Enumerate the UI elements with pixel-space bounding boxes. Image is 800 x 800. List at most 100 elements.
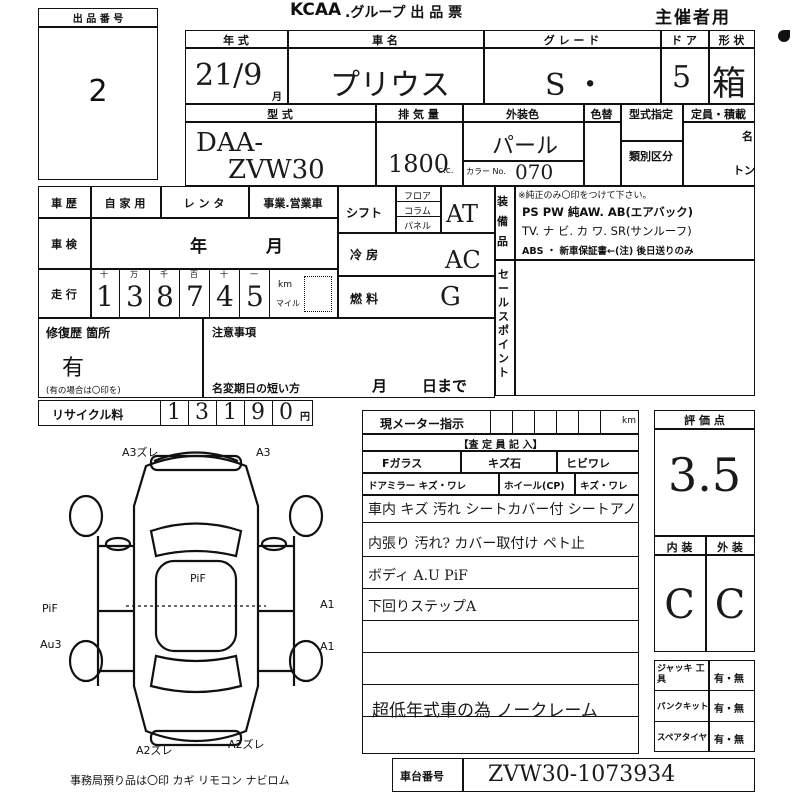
color-value: パール [492, 134, 559, 159]
equipment-note: ※純正のみ〇印をつけて下さい。 [518, 191, 652, 201]
lot-label: 出 品 番 号 [72, 14, 124, 25]
history-private[interactable]: 自 家 用 [104, 197, 146, 210]
notes-box [203, 318, 495, 398]
inspection-month: 月 [266, 237, 283, 257]
mileage-unit-km: km [278, 280, 292, 290]
lot-number: 2 [88, 74, 108, 109]
capacity-unit-ton: トン [733, 164, 755, 177]
year-label: 年 式 [223, 34, 249, 47]
history-rental[interactable]: レ ン タ [183, 197, 225, 210]
door-label: ド ア [671, 34, 697, 47]
mileage-digit-value: 8 [156, 280, 174, 313]
mileage-digit-label: 万 [130, 270, 138, 279]
annotation-front-bumper: A3ズレ [122, 445, 159, 459]
recycle-digit-cell: 1 [160, 400, 188, 426]
annotation-left-rear: Au3 [40, 638, 62, 651]
mileage-digit-value: 3 [126, 280, 144, 313]
transfer-day: 日まで [422, 377, 468, 395]
chassis-box [392, 758, 755, 792]
year-suffix: 月 [272, 92, 282, 103]
vehicle-row-1 [185, 30, 755, 104]
shift-value: AT [446, 200, 479, 228]
bullet-icon [778, 30, 790, 42]
recycle-digit-cell: 3 [188, 400, 216, 426]
shift-box [338, 186, 495, 318]
meter-digit-cell[interactable] [490, 410, 512, 434]
fuel-value: G [440, 282, 461, 312]
shift-floor[interactable]: フロア [403, 192, 431, 202]
meter-digit-cell[interactable] [600, 410, 622, 434]
equipment-box [495, 186, 755, 260]
meter-digit-cell[interactable] [578, 410, 600, 434]
car-name-value: プリウス [330, 68, 450, 103]
repair-note: (有の場合は〇印を) [46, 386, 121, 396]
annotation-left-door: PiF [42, 602, 58, 615]
shape-label: 形 状 [718, 34, 745, 47]
model-value-1: DAA- [196, 128, 264, 158]
category-label: 類別区分 [629, 150, 673, 163]
annotation-roof: PiF [190, 572, 206, 585]
accessory-spare-value[interactable]: 有・無 [714, 735, 744, 746]
mileage-digit-value: 4 [216, 280, 234, 313]
recycle-digit-cell: 0 [272, 400, 300, 426]
equipment-line-2[interactable]: TV. ナ ビ. カ ワ. SR(サンルーフ) [522, 224, 692, 238]
inspection-line-4: 下回りステップA [368, 599, 477, 615]
exterior-label: 外 装 [717, 541, 743, 554]
grade-label: グ レ ー ド [543, 34, 600, 47]
year-value: 21/9 [195, 58, 263, 93]
inspection-year: 年 [190, 237, 207, 257]
mileage-digit-label: 十 [100, 270, 108, 279]
inspection-line-1: 車内 キズ 汚れ シートカバー付 シートアノ [368, 502, 637, 518]
accessories-box [654, 660, 755, 752]
recycle-digit-value: 1 [167, 400, 181, 425]
interior-value: C [664, 582, 695, 628]
color-code-label: カラー No. [466, 167, 506, 176]
score-label: 評 価 点 [684, 414, 725, 427]
displacement-unit: c.c. [438, 166, 454, 176]
mile-checkbox[interactable] [304, 276, 332, 312]
footer-note: 事務局預り品は〇印 カギ リモコン ナビロム [70, 774, 290, 787]
shift-column[interactable]: コラム [404, 207, 431, 217]
inspection-label: 車 検 [51, 238, 77, 251]
mileage-digit-value: 5 [246, 280, 264, 313]
recycle-digit-value: 1 [223, 400, 237, 425]
shape-value: 箱 [712, 64, 746, 104]
recycle-digit-cell: 9 [244, 400, 272, 426]
chassis-value: ZVW30-1073934 [488, 762, 676, 787]
transfer-month: 月 [372, 377, 388, 395]
equipment-line-1[interactable]: PS PW 純AW. AB(エアバック) [522, 205, 694, 219]
mileage-digit-label: 千 [160, 270, 168, 279]
score-value: 3.5 [668, 448, 742, 502]
interior-label: 内 装 [666, 541, 693, 554]
color-code-value: 070 [515, 160, 554, 184]
host-label: 主催者用 [655, 8, 731, 28]
type-designation-label: 型式指定 [629, 108, 673, 121]
shift-panel[interactable]: パネル [403, 222, 431, 232]
doors-value: 5 [672, 60, 692, 95]
sales-point-label: セールスポイント [498, 268, 509, 379]
accessory-jack-value[interactable]: 有・無 [714, 674, 744, 685]
recycle-digit-value: 3 [195, 400, 209, 425]
aircon-label: 冷 房 [350, 248, 379, 262]
model-label: 型 式 [267, 108, 293, 121]
chassis-label: 車台番号 [400, 770, 444, 783]
recycle-digit-cell: 1 [216, 400, 244, 426]
history-business[interactable]: 事業.営業車 [263, 197, 323, 210]
recycle-digit-value: 0 [279, 400, 293, 425]
meter-digit-cell[interactable] [556, 410, 578, 434]
color-label: 外装色 [506, 108, 539, 121]
meter-digit-cell[interactable] [512, 410, 534, 434]
equipment-line-3[interactable]: ABS ・ 新車保証書←(注) 後日送りのみ [522, 246, 694, 257]
accessory-jack-label: ジャッキ 工 具 [657, 664, 705, 685]
meter-unit: km [622, 416, 636, 426]
repair-value: 有 [62, 356, 85, 381]
capacity-label: 定員・積載 [691, 108, 746, 121]
annotation-right-door-rear: A1 [320, 640, 335, 653]
accessory-puncture-value[interactable]: 有・無 [714, 704, 744, 715]
meter-digit-cell[interactable] [534, 410, 556, 434]
repair-box [38, 318, 203, 398]
mileage-digit-label: 一 [250, 270, 258, 279]
mileage-unit-mile: マイル [276, 299, 300, 308]
